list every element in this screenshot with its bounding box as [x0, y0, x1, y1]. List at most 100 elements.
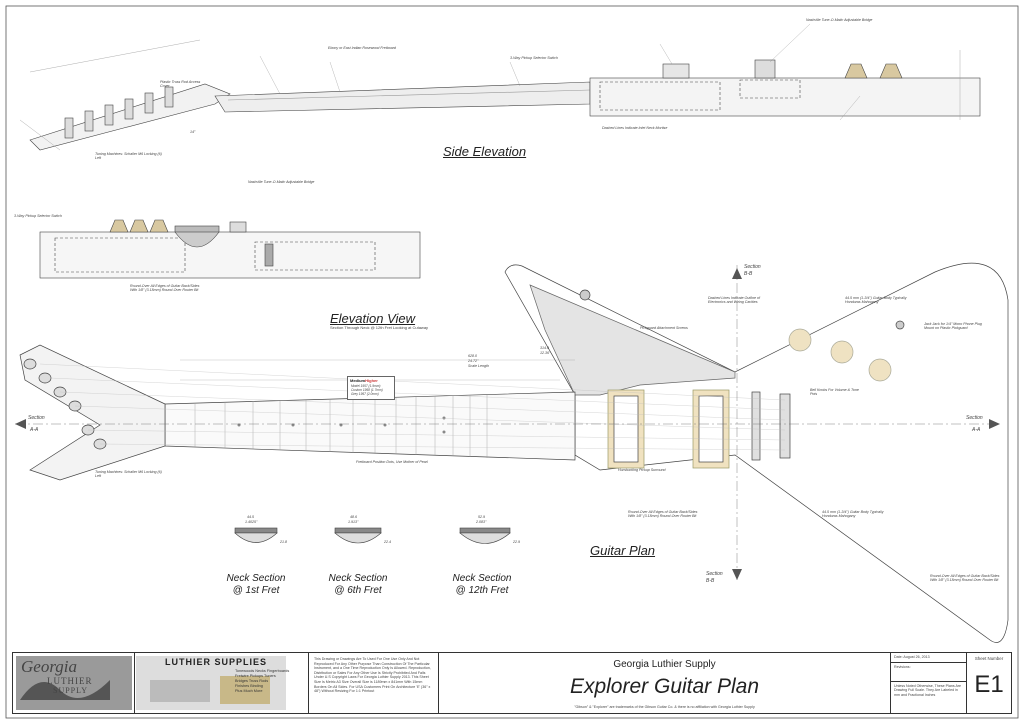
logo-georgia: Georgia — [21, 657, 78, 676]
neck-section-1st-line1: Neck Section — [226, 573, 286, 584]
guitar-plan-title: Guitar Plan — [590, 543, 656, 558]
section-id-right: A-A — [972, 427, 981, 433]
ns3-depth: 22.9 — [513, 540, 520, 544]
ns2-width: 48.6 — [350, 515, 357, 519]
sheet-number-label: Sheet Number — [974, 656, 1004, 661]
ns3-width: 52.9 — [478, 515, 485, 519]
logo-cell: Georgia LUTHIER SUPPLY — [13, 653, 135, 713]
trademark-disclaimer: "Gibson" & "Explorer" are trademarks of … — [574, 705, 755, 709]
date-field: Date: August 26, 2013 — [891, 653, 966, 663]
note-roundover-right: Round-Over All Edges of Guitar Back/Side… — [930, 574, 1000, 583]
section-label-bottom: Section — [706, 571, 723, 577]
section-label-right: Section — [966, 415, 983, 421]
fret-lines — [194, 395, 488, 458]
terms-cell: This Drawing or Drawings Are To Used For… — [309, 653, 439, 713]
terms-text: This Drawing or Drawings Are To Used For… — [314, 657, 431, 694]
neck-section-6th-line2: @ 6th Fret — [334, 585, 382, 596]
neck-section-12th-line2: @ 12th Fret — [455, 585, 509, 596]
ns2-depth: 22.4 — [384, 540, 391, 544]
ns1-width-in: 1.4025" — [245, 520, 258, 524]
supplies-list: Tonewoods Necks Fingerboards Fretwire Pi… — [235, 669, 289, 694]
revisions-field: Revisions: — [891, 663, 966, 682]
section-arrow-top — [732, 268, 742, 279]
supplies-item: Fretwire Pickups Tuners — [235, 674, 276, 678]
note-jack: Jack Jack for 1/4" Mono Phone Plug Mount… — [924, 322, 982, 331]
note-mortise: Dashed Lines Indicate Inlet Neck Mortise — [602, 126, 668, 130]
note-switch-elev: 3-Way Pickup Selector Switch — [14, 214, 62, 218]
neck-section-6th-line1: Neck Section — [328, 573, 388, 584]
note-switch: 3-Way Pickup Selector Switch — [510, 56, 558, 60]
legend-medium: Medium — [350, 378, 366, 383]
note-truss-cover: Plastic Truss Rod Access Cover — [160, 80, 201, 89]
scale-length-in: 24.72" — [468, 359, 479, 363]
section-arrow-bottom — [732, 569, 742, 580]
supplies-heading: LUTHIER SUPPLIES — [165, 657, 268, 667]
side-elevation-title: Side Elevation — [443, 144, 527, 159]
ns3-width-in: 2.083" — [476, 520, 487, 524]
logo-luthier: LUTHIER — [47, 676, 93, 686]
sheet-number: E1 — [974, 671, 1004, 698]
note-tuners: Tuning Machines: Schaller M6 Locking (6)… — [95, 470, 162, 479]
neck-section-12th: Neck Section @ 12th Fret — [440, 573, 524, 597]
legend-item-3: Grey 1957 (2.0mm) — [351, 392, 379, 396]
note-roundover-elev: Round-Over All Edges of Guitar Back/Side… — [130, 284, 200, 293]
elevation-view-title: Elevation View — [330, 311, 416, 326]
note-body-lower: 44.5 mm (1-3/4") Guitar Body Typically H… — [822, 510, 884, 519]
section-arrow-right — [989, 419, 1000, 429]
title-cell: Georgia Luthier Supply Explorer Guitar P… — [439, 653, 891, 713]
ns1-depth: 21.8 — [280, 540, 287, 544]
note-position-dots: Fretboard Position Dots, Use Mother of P… — [356, 460, 428, 464]
note-pickguard-screws: Pickguard Attachment Screws — [640, 326, 688, 330]
note-bridge-elev: Nashville Tune-O-Matic Adjustable Bridge — [248, 180, 315, 184]
legend-item-2: Custom 1958 (1.7mm) — [351, 388, 383, 392]
guitar-plan-drawing — [15, 262, 1009, 643]
section-id-left: A-A — [30, 427, 39, 433]
note-fretboard: Ebony or East Indian Rosewood Fretboard — [328, 46, 396, 50]
note-cavities: Dashed Lines Indicate Outline of Electro… — [708, 296, 760, 305]
half-scale-mm: 314.0 — [540, 346, 549, 350]
neck-section-1st-line2: @ 1st Fret — [232, 585, 280, 596]
strings — [39, 363, 786, 451]
fretwire-legend: MediumHigher Model 1957 (1.9mm) Custom 1… — [347, 376, 395, 400]
note-bridge: Nashville Tune-O-Matic Adjustable Bridge — [806, 18, 873, 22]
note-bell-knobs: Bell Knobs For Volume & Tone Pots — [810, 388, 859, 397]
note-tuners-side: Tuning Machines: Schaller M6 Locking (6)… — [95, 152, 162, 161]
logo-supply: SUPPLY — [53, 686, 88, 695]
supplies-item: Tonewoods Necks Fingerboards — [235, 669, 290, 673]
sheet-border — [5, 5, 1019, 719]
ns1-width: 44.5 — [247, 515, 254, 519]
side-tuner-posts — [64, 86, 174, 139]
scale-length-mm: 628.0 — [468, 354, 477, 358]
neck-section-12th-line1: Neck Section — [452, 573, 512, 584]
ns2-width-in: 1.913" — [348, 520, 359, 524]
supplies-item: Bridges Truss Rods — [235, 679, 269, 683]
scale-length-label: Scale Length — [468, 364, 489, 368]
elevation-view-drawing — [39, 219, 421, 279]
half-scale-in: 12.36" — [540, 351, 551, 355]
info-cell: Date: August 26, 2013 Revisions: Unless … — [891, 653, 967, 713]
note-roundover-plan: Round-Over All Edges of Guitar Back/Side… — [628, 510, 698, 519]
side-elevation-drawing — [19, 39, 981, 151]
legend-item-1: Model 1957 (1.9mm) — [351, 384, 381, 388]
sheet-number-cell: Sheet Number E1 — [967, 653, 1011, 713]
supplies-photo — [136, 656, 286, 710]
section-id-bottom: B-B — [706, 578, 715, 584]
neck-section-drawings — [234, 527, 511, 544]
section-label-top: Section — [744, 264, 761, 270]
logo-photo — [16, 656, 132, 710]
section-label-left: Section — [28, 415, 45, 421]
plan-tuners — [23, 358, 107, 450]
headstock-angle: 14° — [190, 130, 196, 134]
supplies-cell: LUTHIER SUPPLIES Tonewoods Necks Fingerb… — [135, 653, 309, 713]
plan-title: Explorer Guitar Plan — [569, 675, 760, 698]
position-dots — [237, 416, 446, 434]
note-body: 44.5 mm (1-3/4") Guitar Body Typically H… — [845, 296, 907, 305]
units-note: Unless Noted Otherwise, These Plans Are … — [894, 683, 962, 697]
supplies-item: Plus Much More — [235, 689, 263, 693]
supplies-item: Finishes Binding — [235, 684, 263, 688]
legend-higher: Higher — [365, 378, 378, 383]
neck-section-1st: Neck Section @ 1st Fret — [214, 573, 298, 597]
note-pickup-surround: Humbucking Pickup Surround — [618, 468, 666, 472]
section-arrow-left — [15, 419, 26, 429]
